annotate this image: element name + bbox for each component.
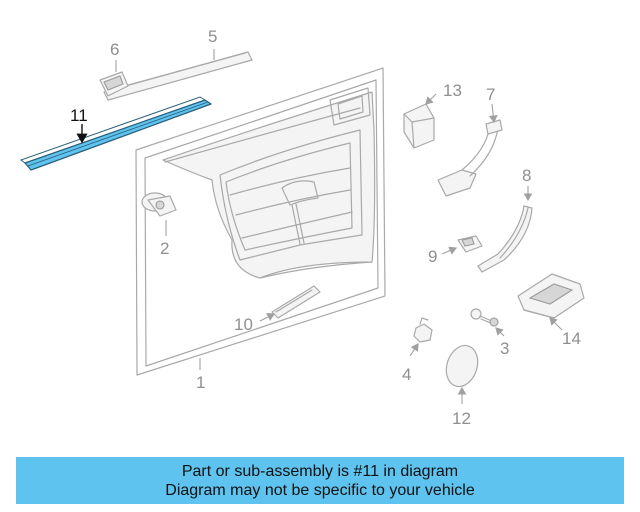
screw-part-3[interactable]: [470, 308, 505, 337]
door-trim-panel-part-1[interactable]: [135, 67, 386, 376]
reflector-trim-part-10[interactable]: [259, 285, 321, 322]
pull-handle-part-7[interactable]: [437, 103, 503, 197]
upper-trim-strip-part-5[interactable]: [103, 49, 253, 101]
window-seal-strip-part-11[interactable]: [19, 96, 212, 171]
handle-bezel-part-14[interactable]: [517, 273, 585, 331]
round-cover-part-12[interactable]: [441, 341, 483, 404]
callout-10: 10: [234, 315, 253, 334]
callout-14: 14: [562, 329, 581, 348]
callout-9: 9: [428, 247, 437, 266]
callout-5: 5: [208, 27, 217, 46]
push-pin-clip-part-2[interactable]: [141, 192, 177, 236]
bracket-clip-part-9[interactable]: [441, 235, 483, 255]
info-banner: Part or sub-assembly is #11 in diagram D…: [16, 457, 624, 504]
callout-6: 6: [110, 40, 119, 59]
handle-clip-part-6[interactable]: [99, 60, 129, 97]
switch-assembly-part-13[interactable]: [403, 93, 437, 149]
parts-diagram: 1 11 5 6 2 10 13: [19, 27, 585, 428]
callout-3: 3: [500, 339, 509, 358]
callout-8: 8: [522, 166, 531, 185]
callout-13: 13: [443, 81, 462, 100]
retainer-clip-part-4[interactable]: [409, 317, 433, 357]
banner-line-1: Part or sub-assembly is #11 in diagram: [181, 462, 459, 480]
callout-11: 11: [70, 106, 88, 125]
callout-12: 12: [452, 409, 471, 428]
callout-7: 7: [486, 85, 495, 104]
callout-4: 4: [402, 365, 411, 384]
callout-2: 2: [160, 239, 169, 258]
armrest-strip-part-8[interactable]: [477, 186, 533, 273]
callout-1: 1: [196, 373, 205, 392]
banner-line-2: Diagram may not be specific to your vehi…: [165, 481, 475, 499]
